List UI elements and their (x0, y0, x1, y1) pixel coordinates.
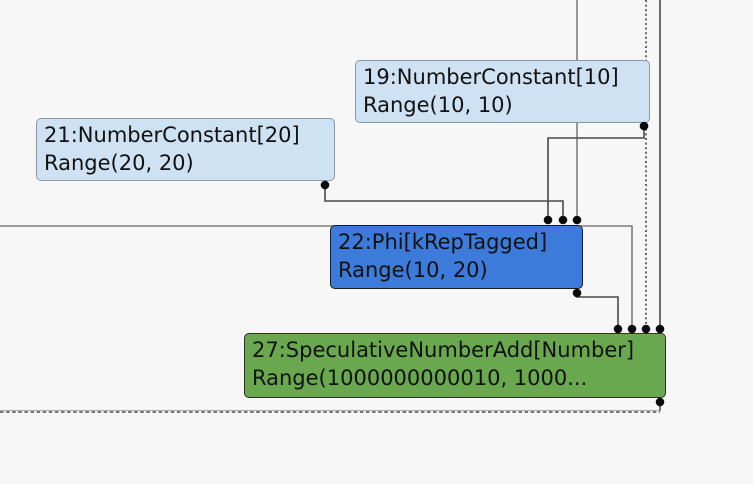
node-range: Range(20, 20) (44, 151, 194, 175)
node-title: 19:NumberConstant[10] (363, 65, 619, 89)
graph-node-21[interactable]: 21:NumberConstant[20] Range(20, 20) (36, 118, 335, 181)
graph-node-27[interactable]: 27:SpeculativeNumberAdd[Number] Range(10… (244, 333, 666, 398)
edge-19-to-22 (547, 126, 645, 220)
node-title: 21:NumberConstant[20] (44, 123, 300, 147)
node-range: Range(10, 10) (363, 93, 513, 117)
edge-22-to-27 (576, 293, 619, 329)
node-title: 27:SpeculativeNumberAdd[Number] (252, 338, 635, 362)
graph-node-19[interactable]: 19:NumberConstant[10] Range(10, 10) (355, 60, 650, 123)
node-title: 22:Phi[kRepTagged] (338, 230, 548, 254)
node-range: Range(10, 20) (338, 258, 488, 282)
graph-node-22[interactable]: 22:Phi[kRepTagged] Range(10, 20) (330, 225, 583, 289)
edge-21-to-22 (324, 185, 564, 220)
edge-left-to-add (0, 225, 633, 329)
node-range: Range(1000000000010, 1000... (252, 366, 588, 390)
